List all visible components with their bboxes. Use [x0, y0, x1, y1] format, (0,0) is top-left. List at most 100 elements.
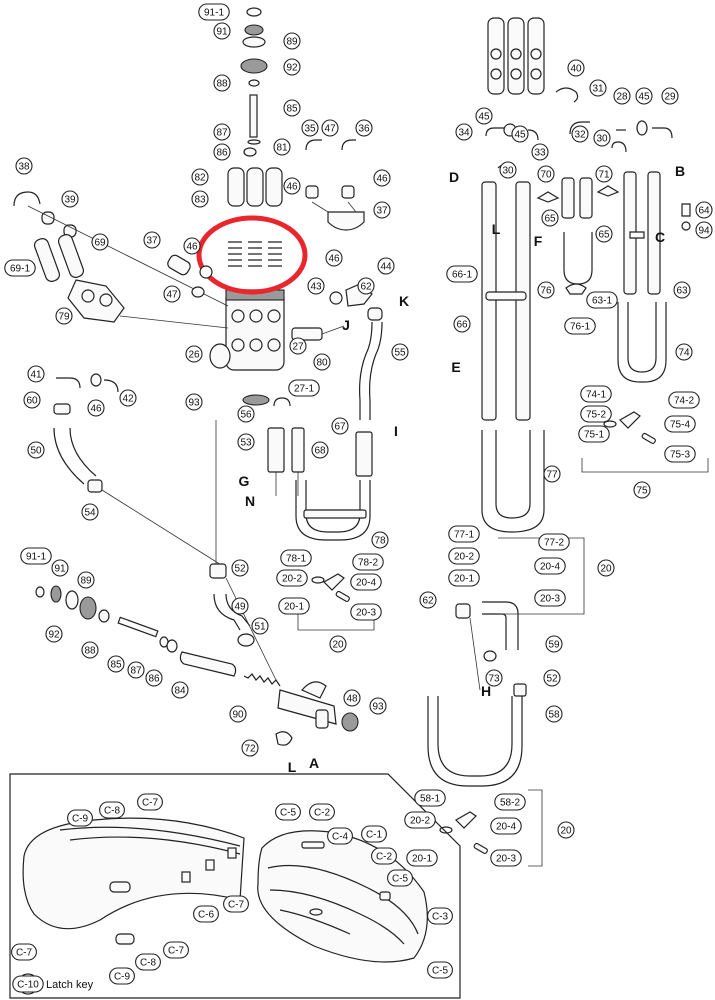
callout-c69: 69 [91, 233, 109, 251]
callout-label: 37 [146, 236, 158, 247]
callout-c20-1b: 20-1 [406, 849, 438, 867]
callout-c74-2: 74-2 [668, 391, 700, 409]
callout-cC7c: C-7 [11, 943, 37, 961]
callout-c87b: 87 [127, 661, 145, 679]
callout-c76: 76 [537, 281, 555, 299]
callout-c77: 77 [543, 465, 561, 483]
callout-c58: 58 [545, 705, 563, 723]
callout-c27-1: 27-1 [288, 379, 320, 397]
center-connector-group [291, 283, 383, 420]
callout-label: 75-2 [586, 410, 606, 421]
callout-label: 71 [598, 170, 610, 181]
highlight-circle [196, 215, 308, 295]
callout-c38: 38 [15, 157, 33, 175]
connection-letter-d: D [449, 169, 459, 185]
callout-label: 39 [64, 195, 76, 206]
callout-label: 72 [244, 744, 256, 755]
callout-label: 20-1 [454, 574, 474, 585]
callout-label: C-10 [17, 980, 39, 991]
callout-c94: 94 [695, 221, 713, 239]
left-fitting-group [167, 254, 213, 298]
callout-c20-1a: 20-1 [278, 597, 310, 615]
callout-label: 88 [216, 79, 228, 90]
callout-label: 74 [678, 348, 690, 359]
callout-label: 84 [174, 686, 186, 697]
callout-label: C-7 [16, 948, 33, 959]
callout-c50: 50 [27, 441, 45, 459]
callout-cC5a: C-5 [275, 803, 301, 821]
callout-c69-1: 69-1 [4, 259, 36, 277]
callout-label: C-1 [366, 830, 383, 841]
callout-label: 77 [546, 470, 558, 481]
connection-letter-f: F [534, 233, 543, 249]
callout-c63: 63 [673, 281, 691, 299]
callout-c26: 26 [185, 345, 203, 363]
callout-label: 43 [310, 282, 322, 293]
callout-label: 75-4 [670, 420, 690, 431]
callout-label: 46 [328, 254, 340, 265]
callout-cC9b: C-9 [109, 967, 135, 985]
callout-label: 75 [636, 486, 648, 497]
callout-label: 20-1 [412, 854, 432, 865]
left-nozzle-group [13, 191, 229, 329]
callout-label: 78-1 [286, 554, 306, 565]
callout-label: 20-1 [284, 602, 304, 613]
saddlebag-left-view [22, 817, 245, 945]
callout-label: 46 [376, 174, 388, 185]
callout-cC8b: C-8 [135, 953, 161, 971]
callout-c63-1: 63-1 [586, 291, 618, 309]
callout-c90: 90 [229, 705, 247, 723]
callout-label: C-7 [168, 946, 185, 957]
callout-label: 41 [30, 370, 42, 381]
callout-label: 46 [90, 404, 102, 415]
callout-label: 20-2 [410, 816, 430, 827]
callout-label: 58-2 [500, 798, 520, 809]
callout-label: C-2 [376, 852, 393, 863]
latch-key-label: Latch key [46, 979, 94, 991]
tee-fitting-group [305, 139, 365, 231]
callout-c78-1: 78-1 [280, 549, 312, 567]
callout-c20-2b: 20-2 [404, 811, 436, 829]
callout-label: 58-1 [420, 794, 440, 805]
callout-label: 58 [548, 710, 560, 721]
callout-label: 89 [80, 576, 92, 587]
callout-c53: 53 [237, 433, 255, 451]
callout-label: C-9 [72, 814, 89, 825]
callout-label: 63-1 [592, 296, 612, 307]
callout-c93a: 93 [185, 393, 203, 411]
callout-label: C-6 [198, 910, 215, 921]
callout-label: 20-4 [356, 578, 376, 589]
callout-label: 75-3 [670, 450, 690, 461]
callout-c51: 51 [251, 617, 269, 635]
callout-c92b: 92 [45, 625, 63, 643]
callout-c91-1b: 91-1 [20, 547, 52, 565]
lower-left-parts [35, 585, 281, 687]
callout-c20-2a: 20-2 [276, 569, 308, 587]
callout-label: 65 [544, 214, 556, 225]
callout-c20-4a: 20-4 [350, 573, 382, 591]
callout-label: 52 [234, 564, 246, 575]
callout-label: 69 [94, 238, 106, 249]
connection-letter-k: K [399, 293, 409, 309]
right-small-parts [536, 177, 620, 295]
callout-label: 88 [84, 646, 96, 657]
callout-c33: 33 [531, 143, 549, 161]
callout-label: 76 [540, 286, 552, 297]
callout-c70: 70 [537, 165, 555, 183]
callout-cC10: C-10 [12, 975, 44, 993]
callout-label: 20-3 [496, 854, 516, 865]
callout-label: 94 [698, 226, 710, 237]
callout-label: 34 [458, 128, 470, 139]
callout-label: 51 [254, 622, 266, 633]
saddlebag-right-view [257, 830, 428, 963]
callout-c37a: 37 [143, 231, 161, 249]
callout-label: 78 [374, 536, 386, 547]
callout-c83: 83 [191, 190, 209, 208]
callout-label: 85 [110, 660, 122, 671]
callout-label: C-5 [432, 966, 449, 977]
callout-c74-1: 74-1 [580, 385, 612, 403]
callout-c65a: 65 [541, 209, 559, 227]
callout-c66-1: 66-1 [446, 265, 478, 283]
connection-letter-i: I [394, 423, 398, 439]
callout-label: C-8 [140, 958, 157, 969]
